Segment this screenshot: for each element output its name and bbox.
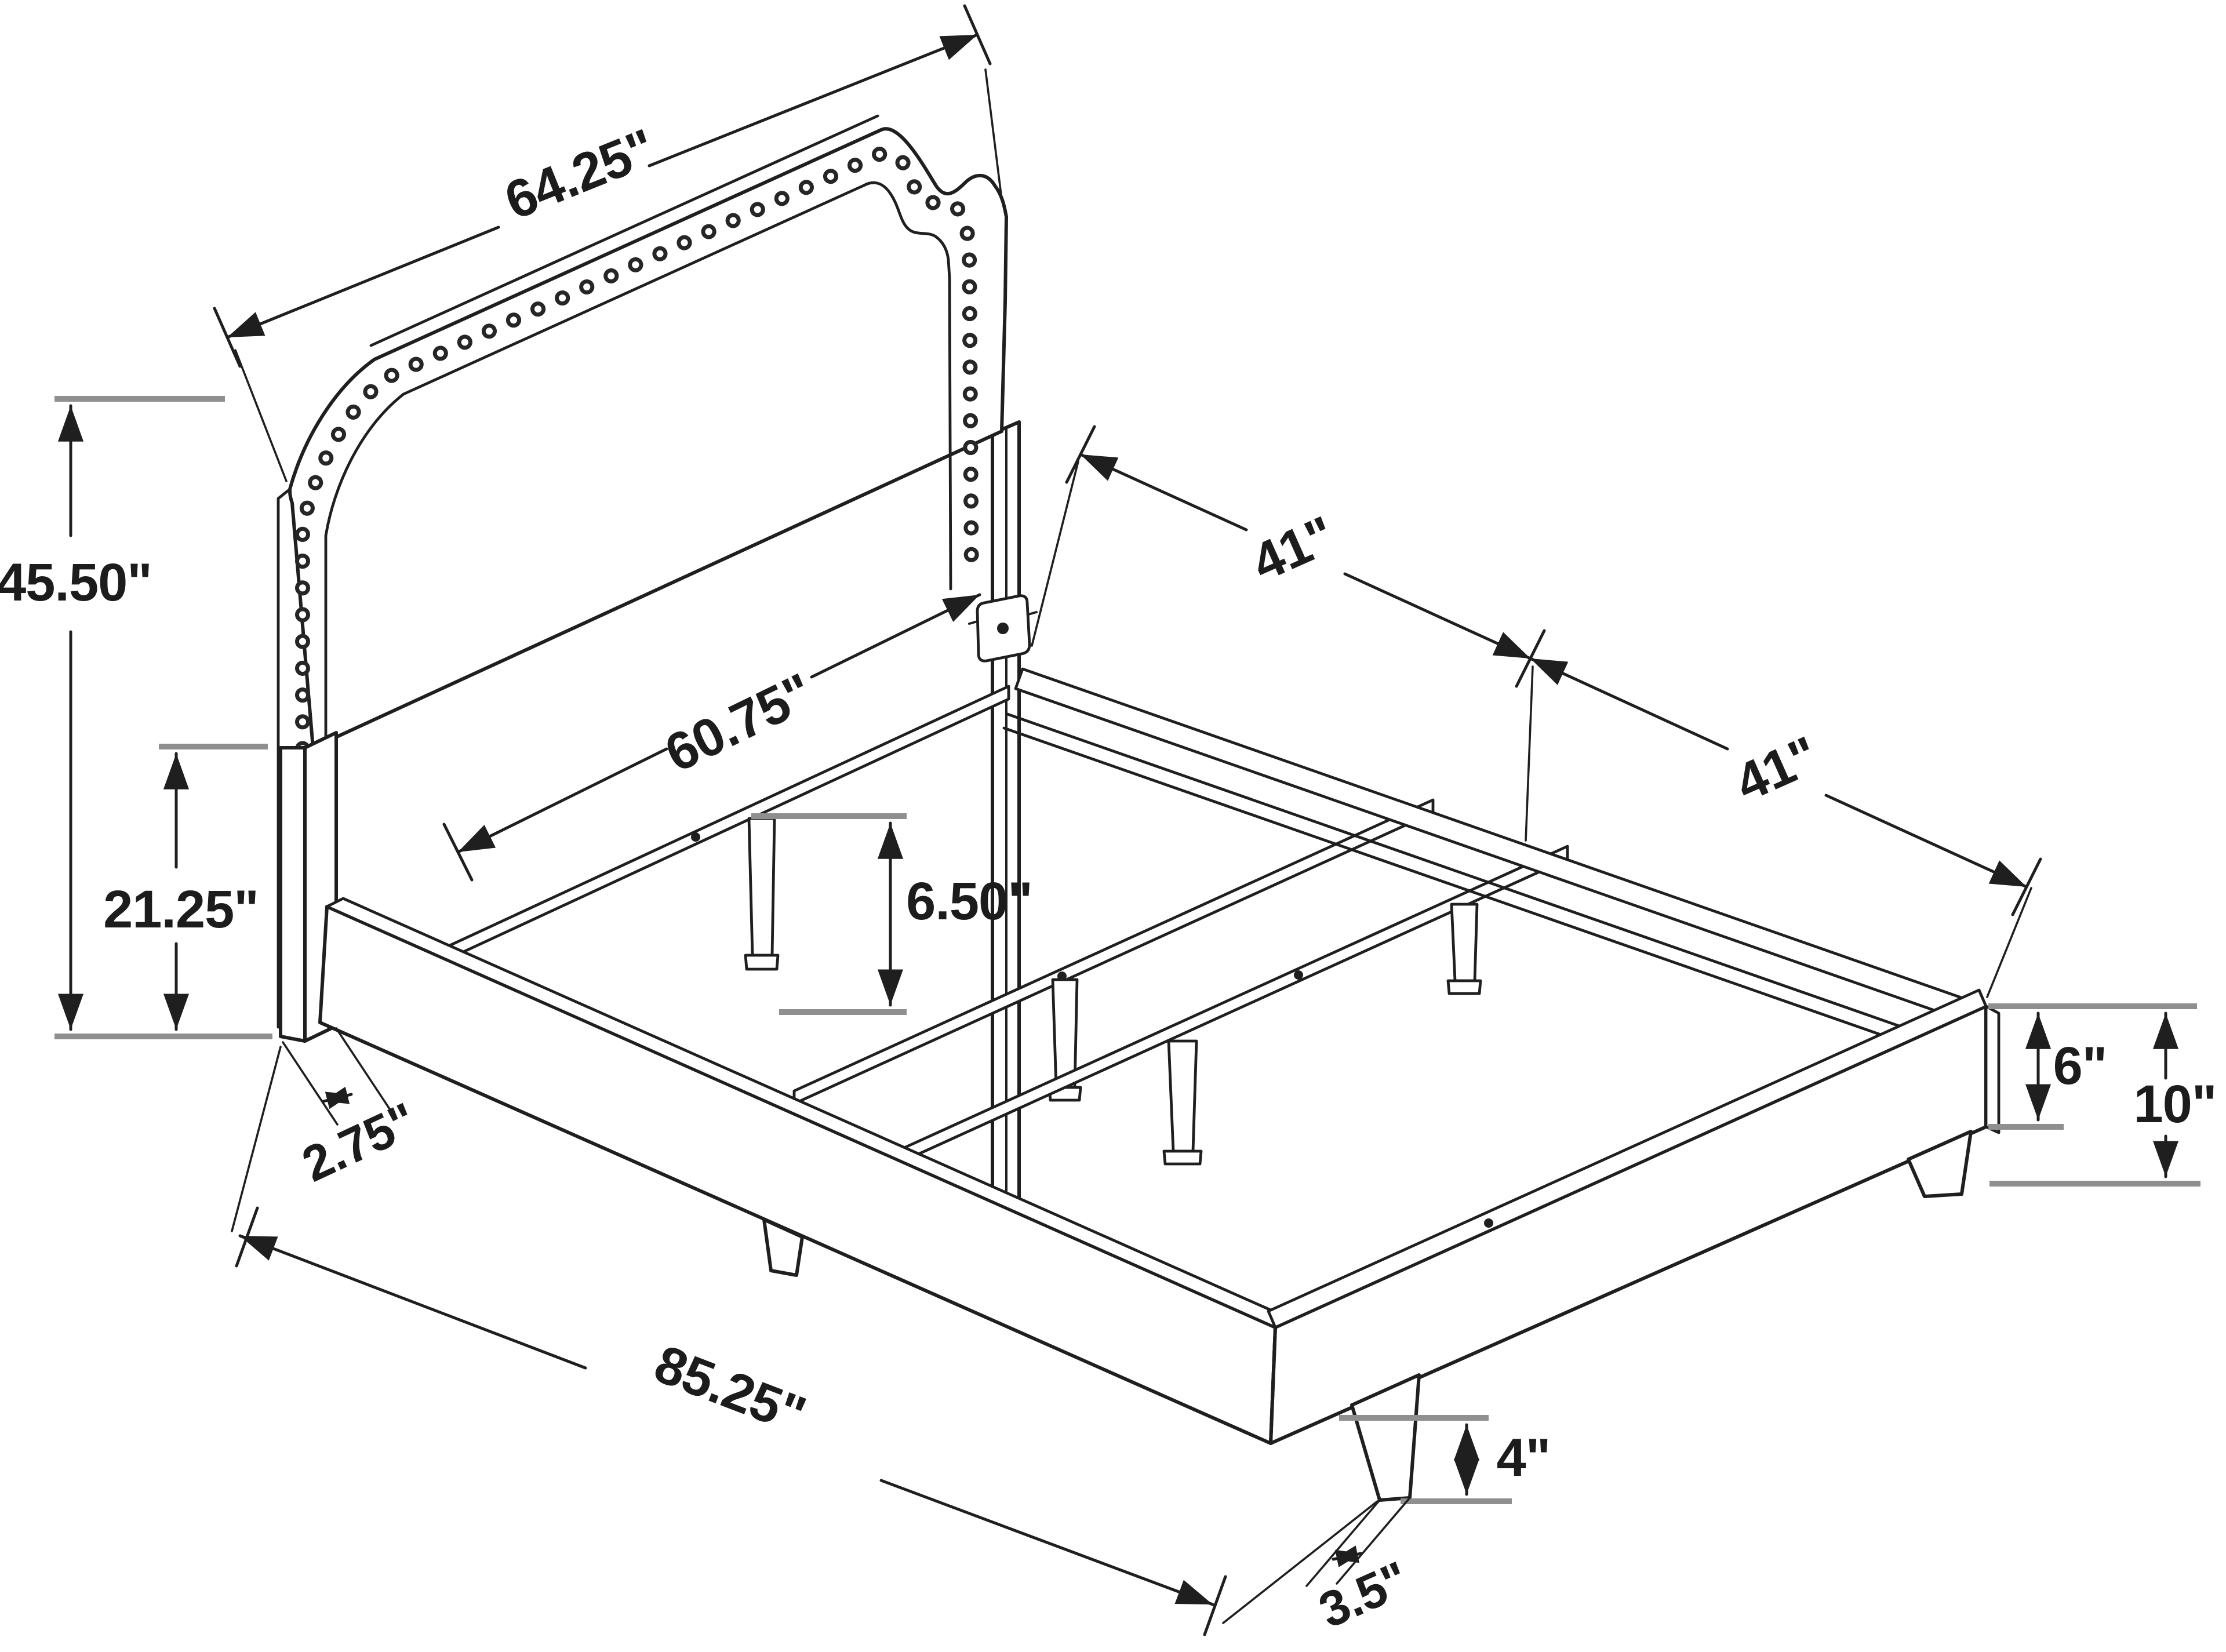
front-corner-edge [1269,1326,1277,1445]
dim-label-headboard-clearance: 21.25" [103,880,259,939]
leg-foot [1446,979,1482,995]
tick [963,4,992,66]
tick [213,307,242,368]
leg-shaft [1450,903,1479,983]
tick [2011,857,2042,916]
slat-rail-3-screw [1294,970,1303,980]
slat-rail-1-screw [691,832,700,842]
dimension-line [456,747,668,854]
dimension-line [238,1234,587,1370]
footboard-end-face [1984,1005,2001,1134]
dim-label-leg-depth: 2.75" [294,1093,424,1193]
extension-line [1525,665,1534,842]
dim-label-corner-leg-height: 4" [1497,1428,1551,1487]
leg-block [762,1218,804,1277]
dimension-line [1079,453,1248,532]
leg-foot [1162,1149,1203,1166]
dimension-line [810,593,981,679]
dimension-line [1824,794,2028,889]
footboard-screw [1484,1218,1493,1228]
bed-frame-rails [318,667,2001,1502]
extension-line [1031,460,1079,647]
dim-corner-leg-height: 4" [1339,1415,1551,1504]
leg-block [1907,1130,1973,1198]
dim-label-overall-length: 85.25" [647,1334,813,1445]
dim-label-inner-width: 60.75" [656,663,821,784]
rail-bracket [968,594,1038,663]
headboard-left-thickness-edge [277,487,292,1029]
leader-line [1336,1497,1411,1585]
dimension-line [225,225,500,339]
tick [442,823,474,882]
leader-line [1305,1499,1381,1587]
leader-line [282,1041,339,1126]
dim-label-corner-leg-width: 3.5" [1311,1551,1417,1639]
dim-label-center-leg-height: 6.50" [906,872,1032,931]
foot-right-corner-leg [1907,1130,1973,1198]
right-rail-mid-leg [1446,903,1482,995]
left-rail-top-face [325,897,1293,1329]
dimension-line [1529,657,1729,751]
tick [1203,1575,1227,1636]
right-side-rail [1002,667,1988,1067]
footboard-rail [1267,988,2001,1445]
dim-label-half-length-head: 41" [1243,505,1343,593]
extension-line [1986,887,2032,998]
right-rail-top-band [1014,667,1988,1028]
dim-label-headboard-height: 45.50" [0,553,152,612]
leader-line [335,1027,392,1112]
extension-line [1222,1500,1378,1624]
leg-shaft [747,817,776,957]
headboard-panel [288,127,1008,749]
bracket-tab-left [968,620,979,625]
center-support-leg-3 [1162,1039,1203,1166]
bracket-hole [997,623,1009,634]
left-leg-front-face [279,746,307,1043]
dimension-line [1332,1545,1363,1567]
tick [235,1206,259,1268]
right-rail-cleat-line-2 [1002,726,1970,1067]
extension-line [234,349,288,482]
dimension-line [648,33,979,168]
dim-rail-heights: 6" 10" [1988,1003,2217,1187]
leg-shaft [1167,1039,1198,1153]
footboard-top-face [1267,988,1988,1329]
dim-headboard-height: 45.50" [0,396,225,1031]
nailhead-dot-centers [299,150,975,806]
headboard-border-inner-line [324,181,952,816]
nailhead-trim [295,145,979,810]
left-rail-mid-leg [762,1218,804,1277]
dim-label-half-length-foot: 41" [1727,726,1827,813]
dim-label-headboard-width: 64.25" [497,118,663,231]
dimension-line [879,1479,1214,1606]
dim-headboard-clearance: 21.25" [103,744,268,1031]
dim-label-rail-top-to-floor: 10" [2134,1075,2217,1134]
dim-corner-leg-width: 3.5" [1305,1497,1417,1639]
left-rail-outer-face [318,905,1277,1445]
footboard-outer-face [1269,1005,1988,1445]
center-support-leg-1 [744,817,780,971]
left-side-rail [318,897,1293,1445]
dim-center-leg-height: 6.50" [751,813,1033,1015]
extension-line [984,68,1003,201]
extension-line [231,1046,282,1232]
dimension-line [1343,572,1532,660]
bracket-tab-right [1027,611,1038,616]
leg-foot [744,954,780,971]
headboard-top-back-edge [369,114,879,347]
center-support-leg-2 [1047,978,1082,1102]
right-rail-cleat-line-1 [1006,712,1974,1053]
dim-label-rail-height: 6" [2053,1036,2107,1096]
dimension-line [322,1086,353,1109]
dim-half-length-head: 41" [1031,425,1532,660]
